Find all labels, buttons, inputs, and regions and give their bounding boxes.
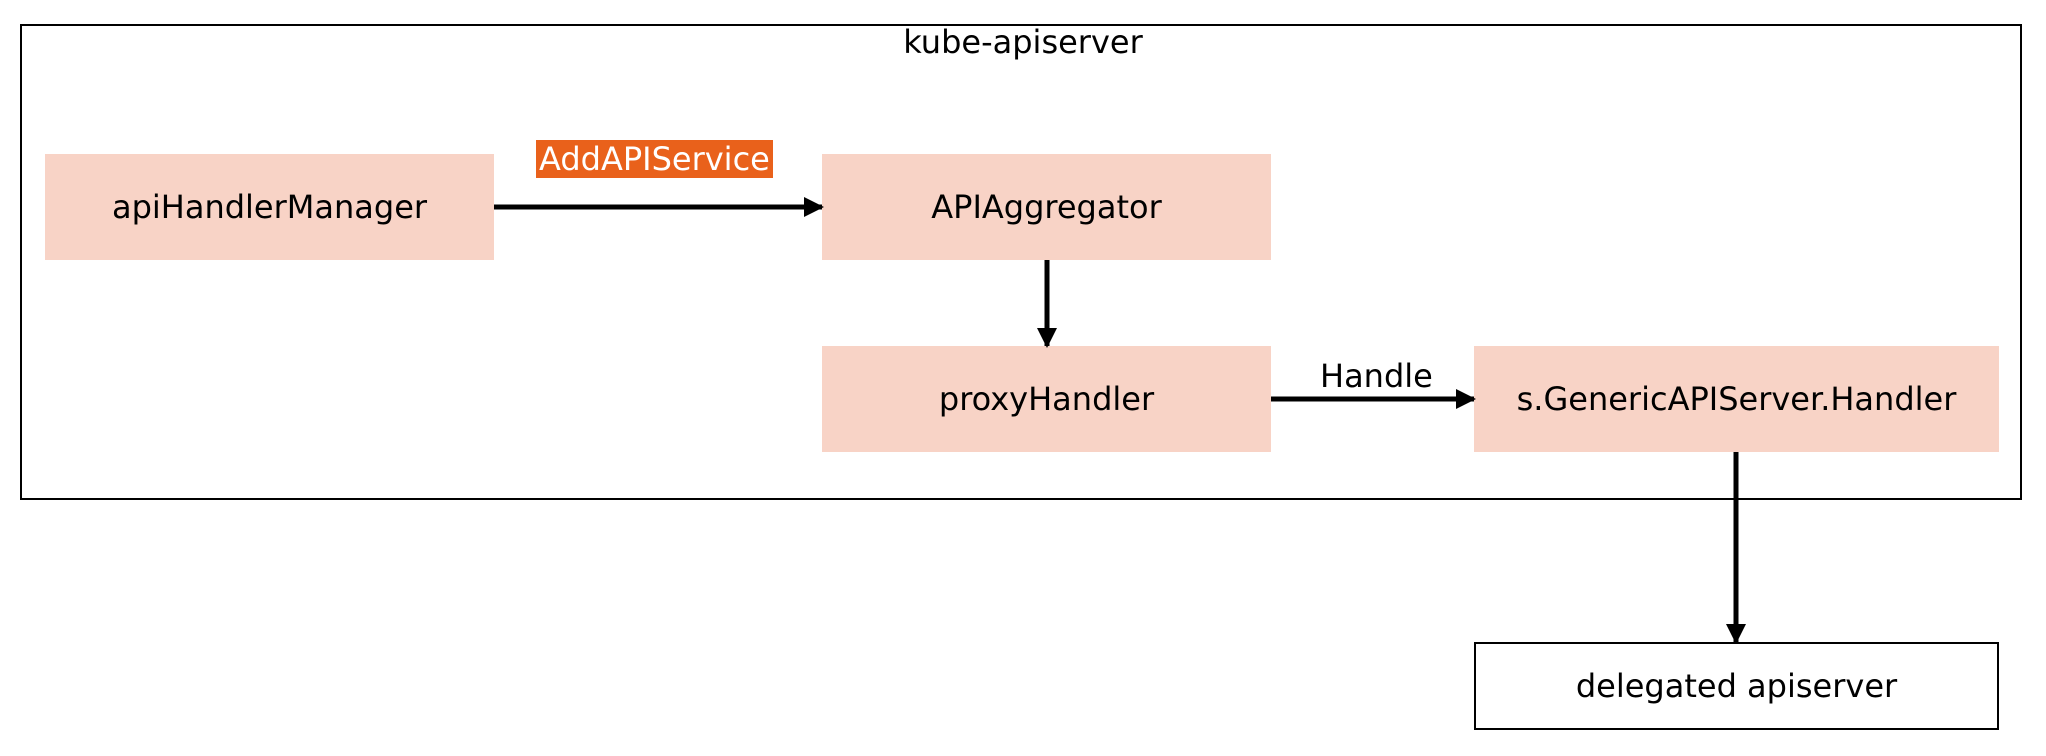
node-proxy-handler: proxyHandler	[822, 346, 1271, 452]
node-api-handler-manager: apiHandlerManager	[45, 154, 494, 260]
node-generic-api-server-handler: s.GenericAPIServer.Handler	[1474, 346, 1999, 452]
node-label: s.GenericAPIServer.Handler	[1516, 380, 1957, 418]
container-title: kube-apiserver	[903, 23, 1143, 61]
node-label: proxyHandler	[938, 380, 1155, 418]
kube-apiserver-container	[20, 24, 2022, 500]
node-delegated-apiserver: delegated apiserver	[1474, 642, 1999, 730]
node-label: apiHandlerManager	[111, 188, 428, 226]
edge-label-add-api-service: AddAPIService	[536, 140, 773, 178]
node-label: delegated apiserver	[1575, 667, 1898, 705]
node-label: APIAggregator	[931, 188, 1162, 226]
edge-label-handle: Handle	[1320, 357, 1433, 395]
node-api-aggregator: APIAggregator	[822, 154, 1271, 260]
